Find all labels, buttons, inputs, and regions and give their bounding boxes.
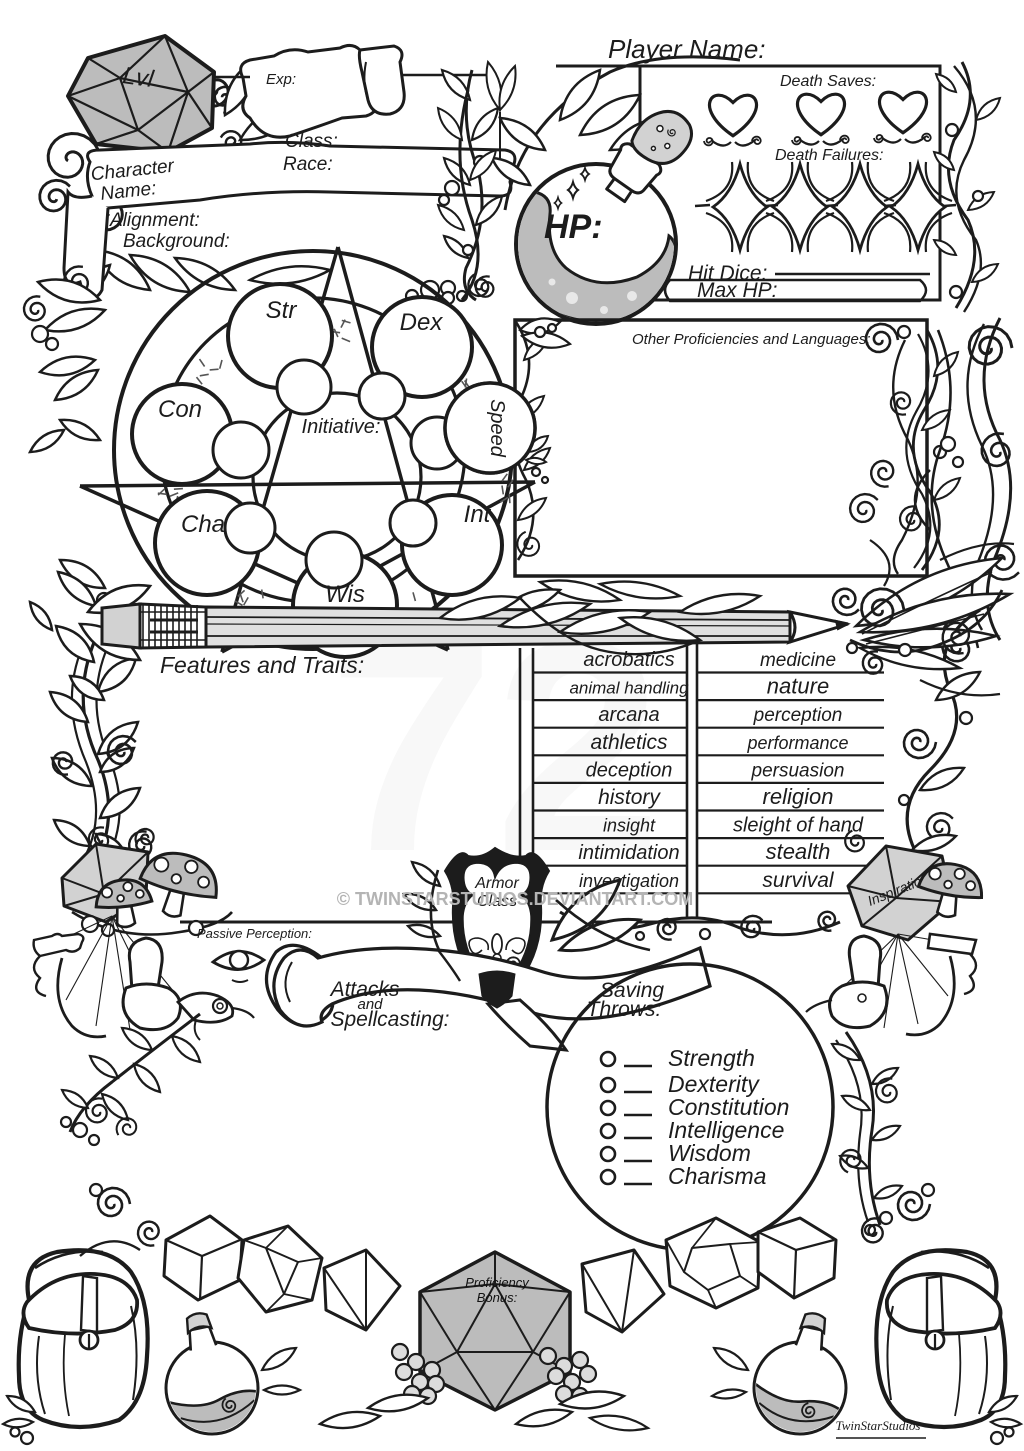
svg-text:Exp:: Exp: (266, 71, 296, 88)
svg-text:Constitution: Constitution (668, 1094, 789, 1120)
svg-text:HP:: HP: (544, 208, 603, 246)
svg-text:performance: performance (746, 733, 848, 753)
svg-text:Strength: Strength (668, 1045, 755, 1071)
svg-text:Max HP:: Max HP: (697, 279, 778, 302)
svg-text:survival: survival (762, 869, 835, 892)
svg-text:stealth: stealth (766, 839, 831, 864)
svg-text:Attacks: Attacks (329, 978, 400, 1001)
svg-text:nature: nature (767, 674, 829, 699)
svg-text:Int: Int (464, 501, 492, 528)
svg-text:Proficiency: Proficiency (465, 1275, 530, 1290)
svg-text:acrobatics: acrobatics (583, 649, 674, 671)
svg-text:Con: Con (158, 396, 202, 423)
svg-text:Passive Perception:: Passive Perception: (197, 926, 312, 941)
svg-text:Bonus:: Bonus: (477, 1290, 518, 1305)
svg-text:Race:: Race: (283, 154, 333, 175)
svg-text:Class: Class (477, 893, 517, 910)
svg-text:© TWINSTARSTUDIOS.DEVIANTART.C: © TWINSTARSTUDIOS.DEVIANTART.COM (337, 889, 694, 909)
svg-text:and: and (357, 996, 383, 1013)
svg-text:Str: Str (266, 297, 298, 324)
svg-text:Wis: Wis (325, 581, 365, 608)
svg-text:religion: religion (763, 784, 834, 809)
svg-text:insight: insight (603, 816, 656, 836)
svg-text:Player Name:: Player Name: (608, 34, 766, 64)
svg-text:Initiative:: Initiative: (302, 416, 381, 438)
svg-text:Alignment:: Alignment: (109, 210, 200, 231)
svg-text:Speed: Speed (486, 399, 508, 458)
svg-text:Cha: Cha (181, 511, 225, 538)
svg-text:Charisma: Charisma (668, 1163, 766, 1189)
svg-text:Death Saves:: Death Saves: (780, 73, 876, 90)
svg-text:Lvl: Lvl (121, 62, 156, 93)
svg-text:Background:: Background: (123, 231, 230, 252)
svg-text:Spellcasting:: Spellcasting: (330, 1008, 449, 1031)
svg-text:sleight of hand: sleight of hand (733, 815, 864, 837)
svg-text:Other Proficiencies and Langua: Other Proficiencies and Languages: (632, 331, 870, 348)
svg-text:Saving: Saving (600, 979, 665, 1002)
svg-text:history: history (598, 786, 661, 809)
svg-text:medicine: medicine (760, 650, 836, 671)
svg-text:Armor: Armor (474, 875, 519, 892)
svg-text:Features and Traits:: Features and Traits: (160, 652, 364, 678)
svg-text:animal handling: animal handling (569, 679, 689, 698)
svg-text:persuasion: persuasion (751, 760, 845, 781)
svg-text:Dex: Dex (400, 309, 444, 336)
svg-text:arcana: arcana (598, 704, 659, 726)
svg-text:athletics: athletics (590, 731, 668, 754)
svg-text:Dexterity: Dexterity (668, 1071, 760, 1097)
svg-text:intimidation: intimidation (578, 842, 679, 864)
svg-text:Class:: Class: (285, 131, 338, 152)
svg-text:Intelligence: Intelligence (668, 1117, 784, 1143)
svg-text:deception: deception (586, 759, 673, 781)
svg-text:Throws:: Throws: (587, 998, 662, 1021)
svg-text:Wisdom: Wisdom (668, 1140, 751, 1166)
svg-text:perception: perception (753, 705, 843, 726)
svg-text:TwinStarStudios: TwinStarStudios (835, 1418, 920, 1433)
svg-text:Death Failures:: Death Failures: (775, 147, 884, 164)
